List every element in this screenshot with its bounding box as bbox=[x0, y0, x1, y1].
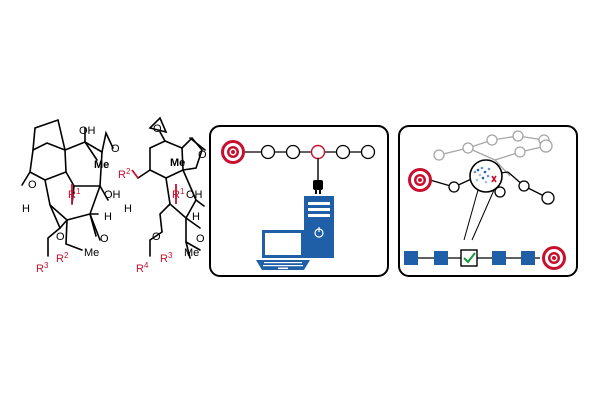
laptop-icon bbox=[256, 230, 310, 270]
h-left-label: H bbox=[22, 203, 30, 215]
me-label: Me bbox=[94, 159, 109, 171]
desktop-tower-icon bbox=[304, 196, 334, 258]
r1-right-label: R1 bbox=[172, 187, 185, 201]
chain-node bbox=[285, 144, 301, 160]
chain-node bbox=[260, 144, 276, 160]
panel-network bbox=[398, 125, 578, 277]
carbonyl-o-right-label: O bbox=[196, 233, 205, 245]
chain-square bbox=[434, 251, 448, 265]
molecule-right-r2-bond bbox=[131, 169, 139, 179]
r2-right-label: R2 bbox=[118, 167, 131, 181]
oh-top-label: OH bbox=[79, 125, 96, 137]
r4-right-label: R4 bbox=[136, 261, 149, 275]
lactone-o-right-label: O bbox=[152, 231, 161, 243]
me-right-label: Me bbox=[170, 157, 185, 169]
ring-o-right-label: O bbox=[198, 149, 207, 161]
h-right-right-label: H bbox=[192, 211, 200, 223]
epoxide-o-label: O bbox=[111, 143, 120, 155]
r3-right-label: R3 bbox=[160, 251, 173, 265]
power-icon bbox=[314, 227, 324, 238]
target-icon bbox=[542, 246, 566, 270]
h-right-label: H bbox=[104, 211, 112, 223]
panel-network-frame bbox=[398, 125, 578, 277]
r3-label: R3 bbox=[36, 261, 49, 275]
network-gray-nodes bbox=[433, 130, 553, 161]
chain-node bbox=[360, 144, 376, 160]
molecule-left-bonds bbox=[21, 118, 114, 257]
lactone-o-label: O bbox=[56, 231, 65, 243]
panel-computer-frame bbox=[209, 125, 389, 277]
oh-right-label: OH bbox=[104, 189, 121, 201]
r2-label: R2 bbox=[56, 251, 69, 265]
molecule-right-bonds bbox=[137, 116, 206, 259]
me-lower-label: Me bbox=[84, 247, 99, 259]
chain-square bbox=[492, 251, 506, 265]
chain-square bbox=[521, 251, 535, 265]
magnifier-icon bbox=[463, 159, 503, 241]
r1-label: R1 bbox=[68, 187, 81, 201]
checkbox-icon bbox=[460, 249, 478, 267]
me-lower-right-label: Me bbox=[184, 247, 199, 259]
target-icon bbox=[408, 168, 432, 192]
epoxide-o-top-label: O bbox=[153, 123, 162, 135]
oh-right-right-label: OH bbox=[186, 189, 203, 201]
chain-node bbox=[335, 144, 351, 160]
ring-o-label: O bbox=[28, 179, 37, 191]
network-black-nodes bbox=[448, 180, 555, 205]
chain-node-highlight bbox=[310, 144, 326, 160]
plug-icon bbox=[313, 180, 323, 194]
chain-square bbox=[404, 251, 418, 265]
molecule-left: OH O Me O H R1 OH H O O Me R2 R3 bbox=[21, 118, 121, 275]
h-left-right-label: H bbox=[124, 203, 132, 215]
molecule-right: O O Me R2 H R1 OH H O O Me R3 R4 bbox=[118, 116, 207, 275]
carbonyl-o-label: O bbox=[100, 233, 109, 245]
panel-computer bbox=[209, 125, 389, 277]
target-icon bbox=[221, 140, 245, 164]
